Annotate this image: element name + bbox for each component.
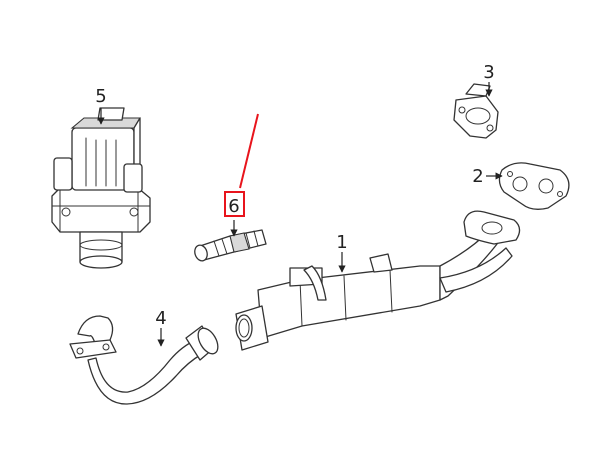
highlight-pointer-line — [239, 113, 259, 189]
part-2-gasket — [498, 162, 570, 210]
part-5-egr-valve — [51, 107, 151, 269]
callout-labels: 5 1 3 2 4 6 — [95, 62, 494, 329]
callout-3: 3 — [483, 62, 494, 83]
callout-2: 2 — [472, 166, 483, 187]
part-1-egr-cooler — [235, 210, 521, 351]
callout-4: 4 — [155, 308, 166, 329]
callout-5: 5 — [95, 86, 106, 107]
callout-6: 6 — [228, 196, 239, 217]
part-3-flange — [453, 83, 499, 139]
callout-1: 1 — [336, 232, 347, 253]
part-4-egr-pipe — [69, 315, 219, 405]
part-6-sensor — [194, 229, 267, 262]
highlight-box — [224, 191, 245, 217]
leader-lines — [97, 82, 503, 347]
